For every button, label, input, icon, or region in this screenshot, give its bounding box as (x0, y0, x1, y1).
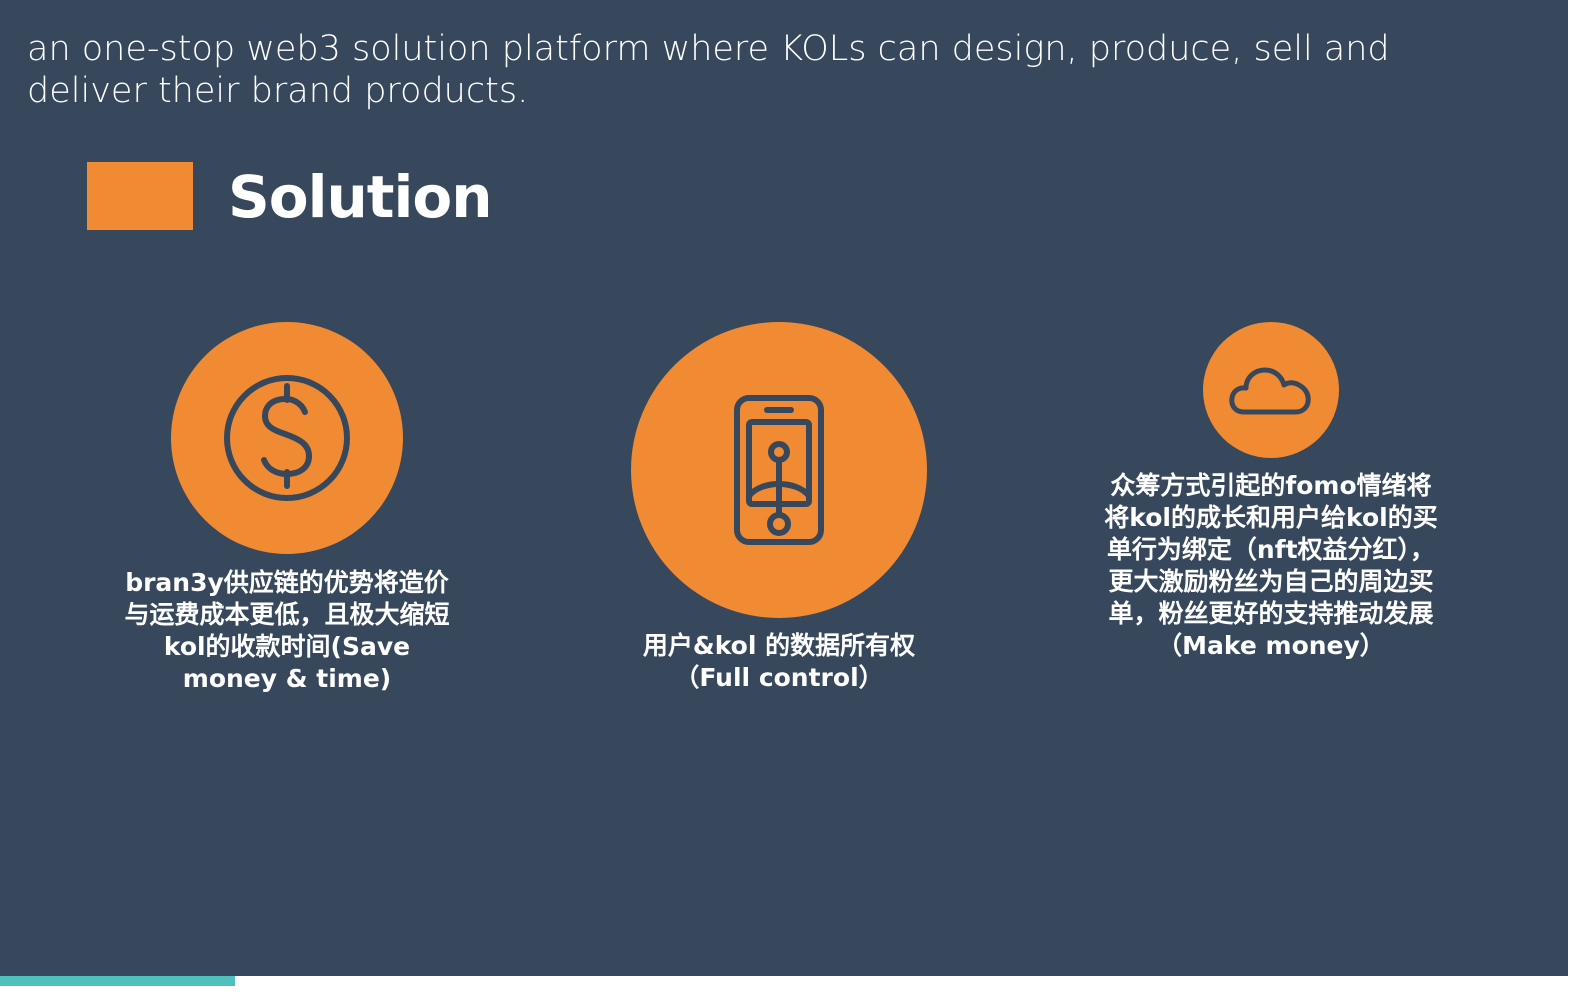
smartphone-icon (733, 394, 825, 546)
slide-progress-fill (0, 976, 235, 986)
caption-make-money: 众筹方式引起的fomo情绪将将kol的成长和用户给kol的买单行为绑定（nft权… (1104, 471, 1438, 660)
caption-save-money: bran3y供应链的优势将造价与运费成本更低，且极大缩短kol的收款时间(Sav… (124, 568, 450, 693)
smartphone-circle (631, 322, 927, 618)
intro-text: an one-stop web3 solution platform where… (27, 29, 1390, 111)
section-accent-block (87, 162, 193, 230)
window-edge (1568, 0, 1590, 1004)
caption-full-control: 用户&kol 的数据所有权（Full control） (642, 631, 916, 692)
dollar-icon (221, 372, 353, 504)
section-title: Solution (228, 163, 493, 231)
slide-progress-bar (0, 976, 1568, 986)
slide: an one-stop web3 solution platform where… (0, 0, 1568, 976)
dollar-circle (171, 322, 403, 554)
cloud-circle (1203, 322, 1339, 458)
cloud-icon (1228, 362, 1314, 418)
